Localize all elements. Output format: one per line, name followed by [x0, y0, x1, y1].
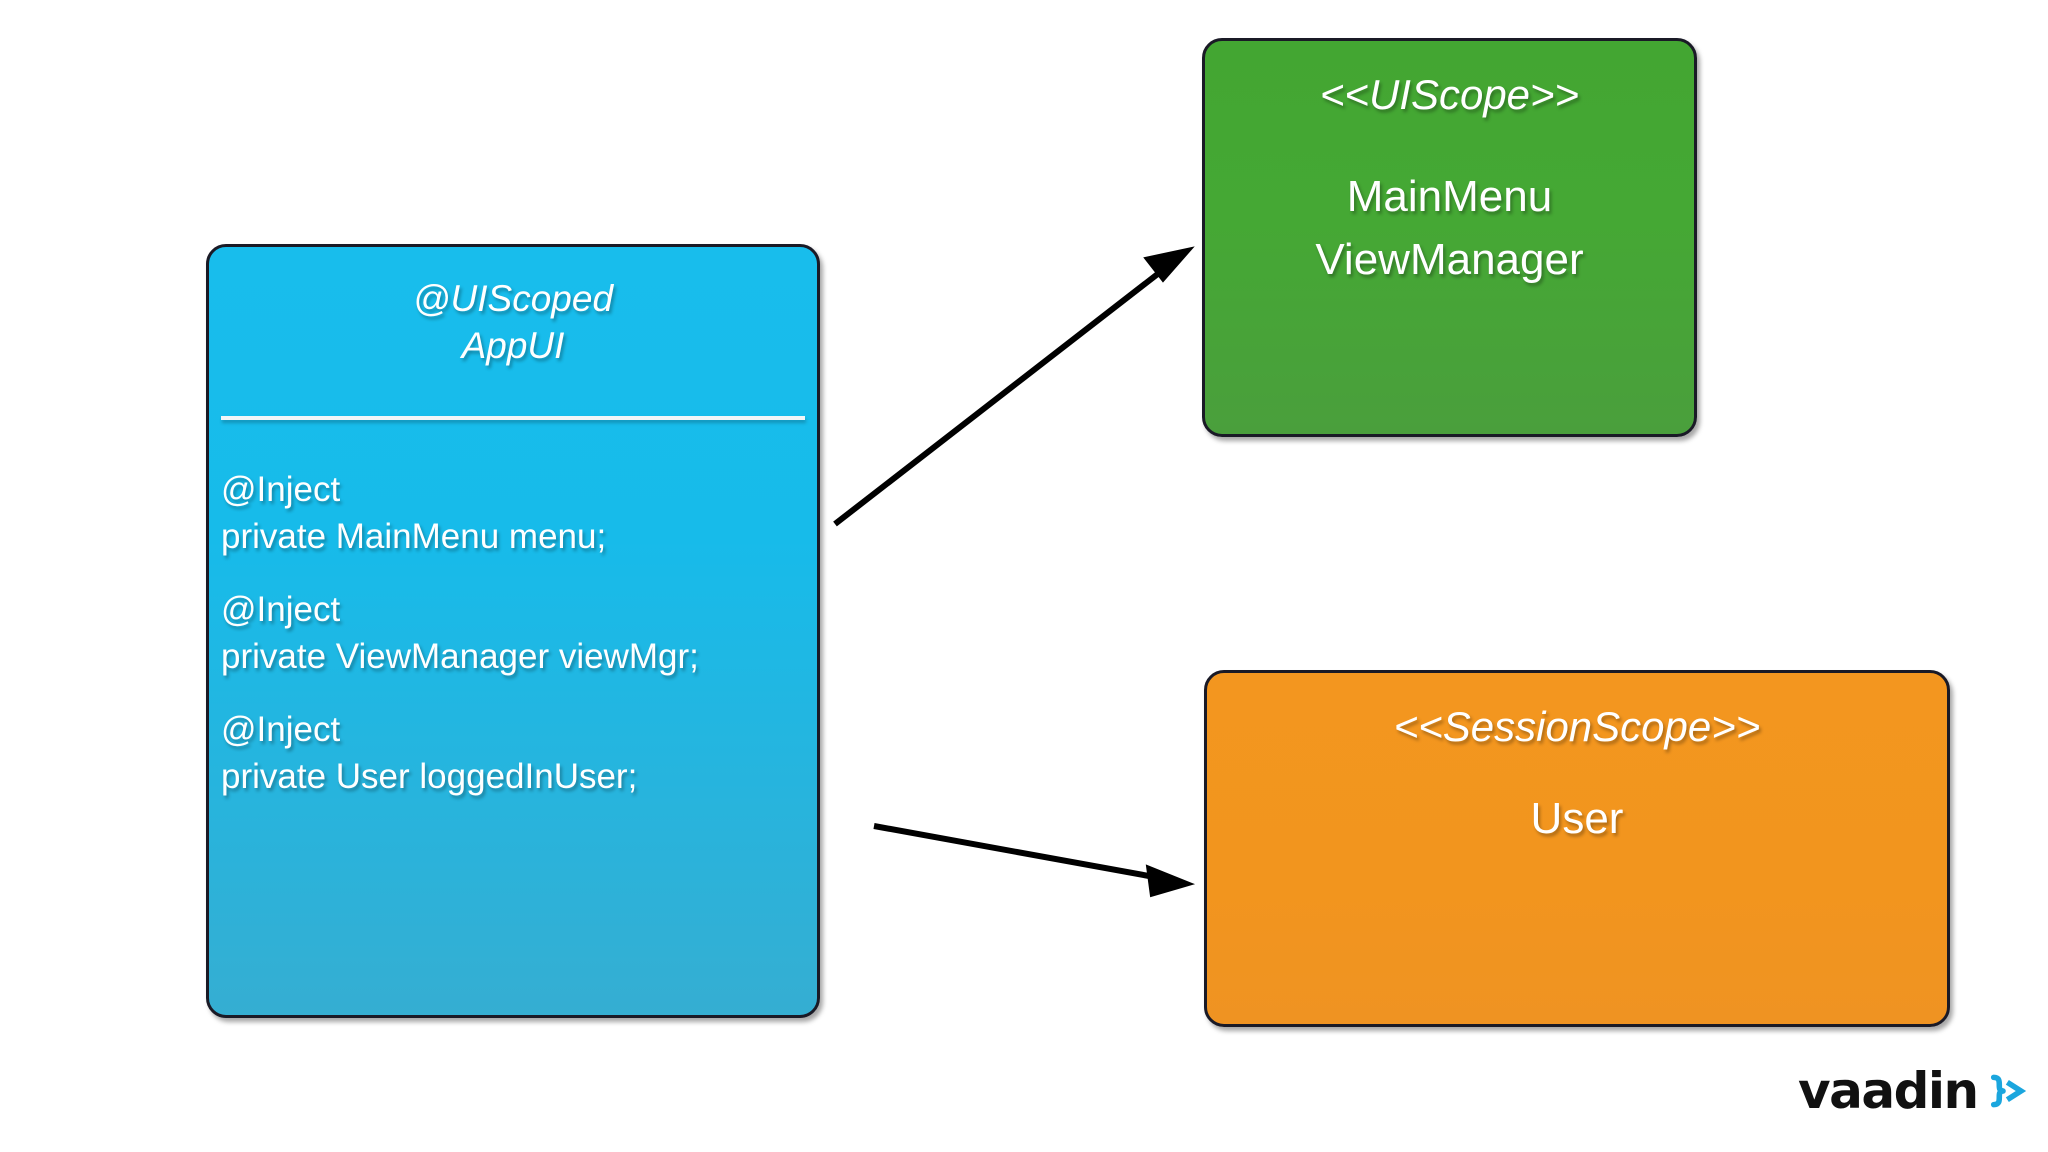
appui-field-viewmgr: private ViewManager viewMgr; — [221, 637, 699, 676]
class-box-uiscope[interactable]: <<UIScope>> MainMenu ViewManager — [1202, 38, 1697, 437]
appui-field-loggedinuser: private User loggedInUser; — [221, 757, 638, 796]
uiscope-stereotype: <<UIScope>> — [1319, 71, 1580, 118]
vaadin-brace-arrow-icon — [1990, 1074, 2026, 1108]
appui-inject-annotation-1: @Inject — [221, 470, 341, 509]
vaadin-wordmark: vaadin — [1798, 1062, 1979, 1120]
uiscope-body: MainMenu ViewManager — [1205, 121, 1694, 291]
uiscope-line-viewmanager: ViewManager — [1315, 235, 1584, 284]
vaadin-logo: vaadin — [1798, 1048, 2028, 1134]
appui-title: AppUI — [461, 325, 565, 366]
uiscope-header: <<UIScope>> — [1205, 41, 1694, 121]
arrowhead-uiscope — [1143, 246, 1195, 283]
appui-members: @Inject private MainMenu menu; @Inject p… — [209, 420, 817, 800]
arrowhead-sessionscope — [1145, 864, 1196, 898]
appui-stereotype: @UIScoped — [412, 278, 614, 319]
appui-member-gap-2 — [221, 680, 817, 706]
class-box-appui[interactable]: @UIScoped AppUI @Inject private MainMenu… — [206, 244, 820, 1018]
uiscope-line-mainmenu: MainMenu — [1346, 172, 1553, 221]
appui-member-gap-1 — [221, 560, 817, 586]
class-box-sessionscope[interactable]: <<SessionScope>> User — [1204, 670, 1950, 1027]
appui-field-menu: private MainMenu menu; — [221, 517, 607, 556]
sessionscope-body: User — [1207, 753, 1947, 849]
arrow-appui-to-uiscope — [833, 246, 1195, 527]
appui-header: @UIScoped AppUI — [209, 247, 817, 369]
appui-inject-annotation-3: @Inject — [221, 710, 341, 749]
appui-divider — [221, 416, 805, 420]
appui-inject-annotation-2: @Inject — [221, 590, 341, 629]
sessionscope-header: <<SessionScope>> — [1207, 673, 1947, 753]
arrow-appui-to-sessionscope — [873, 823, 1196, 898]
sessionscope-stereotype: <<SessionScope>> — [1393, 703, 1761, 750]
sessionscope-line-user: User — [1530, 794, 1624, 843]
